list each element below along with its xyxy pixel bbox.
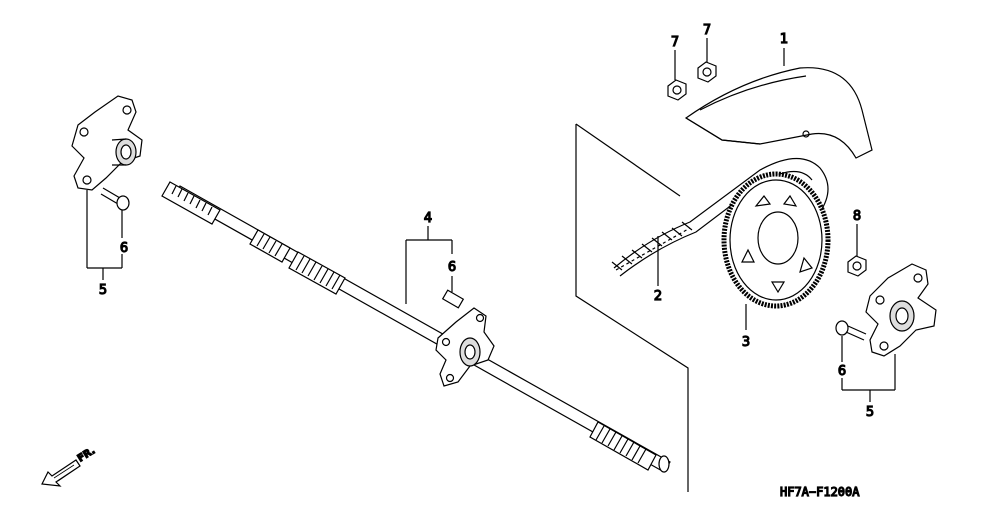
callout-7-a: 7 [671, 35, 679, 50]
left-leader-lines [86, 190, 123, 280]
drive-chain-part-2 [611, 157, 829, 277]
left-hub-part-5 [71, 95, 143, 191]
callout-8: 8 [853, 209, 861, 224]
right-hub-part-5 [865, 263, 937, 357]
front-direction-arrow-icon [41, 459, 81, 487]
left-flange-bolt-part-6 [100, 187, 130, 211]
callout-4: 4 [424, 211, 432, 226]
callout-3: 3 [742, 335, 750, 350]
chain-guard-part-1 [684, 67, 873, 159]
callout-6-right: 6 [838, 364, 846, 379]
axle-flange-bolt-part-6 [441, 289, 465, 309]
right-flange-bolt-part-6 [835, 320, 867, 341]
middle-leader-lines [405, 226, 453, 304]
nut-part-7-b [697, 38, 717, 83]
callout-7-b: 7 [703, 23, 711, 38]
callout-6-left: 6 [120, 241, 128, 256]
callout-2: 2 [654, 289, 662, 304]
driven-sprocket-part-3 [721, 171, 831, 309]
right-leader-lines [841, 336, 896, 402]
front-direction-label: FR. [76, 445, 98, 464]
chain-plane-outline [575, 123, 689, 492]
callout-5-right: 5 [866, 405, 874, 420]
axle-flange-part-4 [435, 307, 495, 387]
nut-part-8 [847, 224, 867, 277]
rear-axle-shaft [161, 181, 671, 473]
callout-1: 1 [780, 32, 788, 47]
callout-5-left: 5 [99, 283, 107, 298]
callout-6-middle: 6 [448, 260, 456, 275]
drawing-code: HF7A−F1200A [780, 485, 860, 499]
nut-part-7-a [667, 50, 687, 101]
